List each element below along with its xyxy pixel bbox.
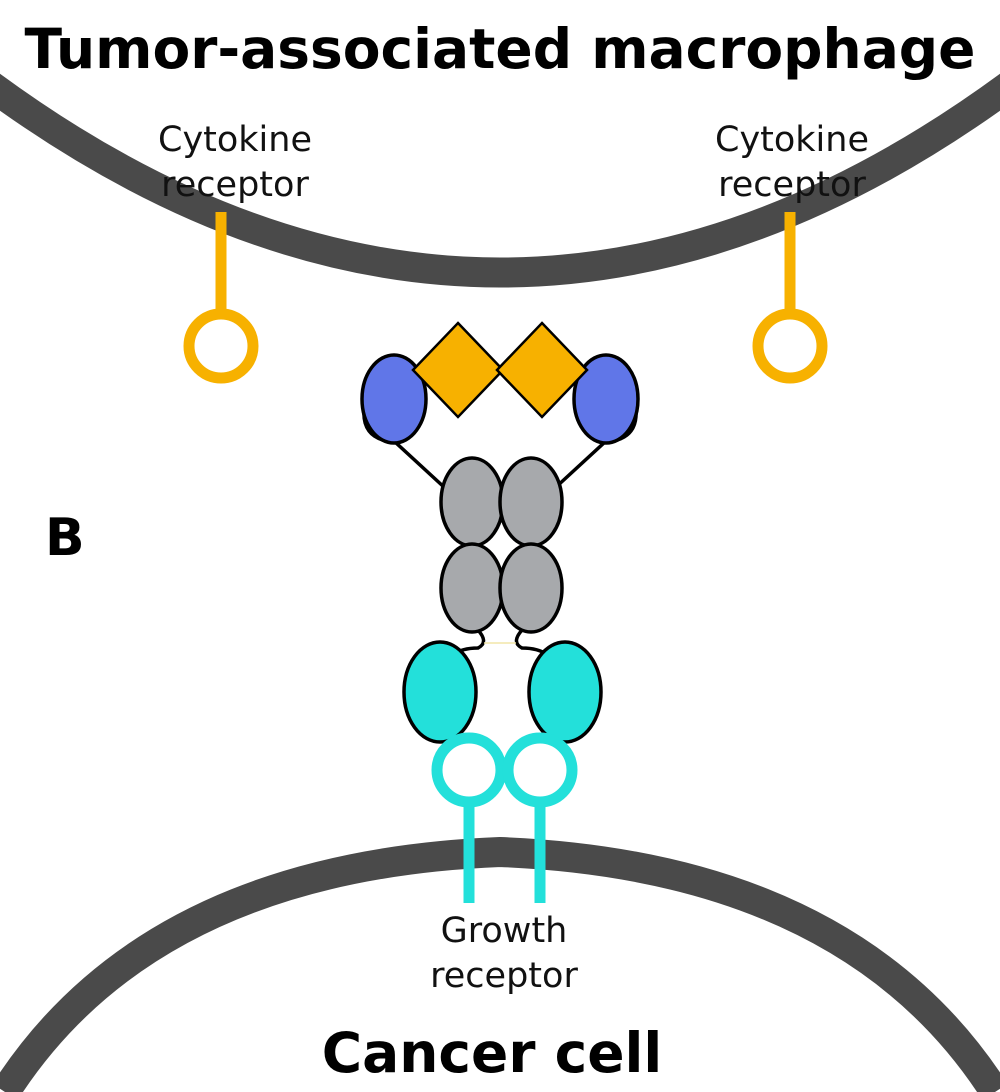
- growth-receptor-left: [431, 732, 507, 903]
- diamond-icon: [495, 321, 589, 419]
- macrophage-title: Tumor-associated macrophage: [25, 17, 976, 81]
- grey-domain-upper-left: [439, 456, 505, 548]
- cytokine-receptor-left-label-line2: receptor: [161, 165, 309, 205]
- grey-domain-lower-left: [439, 542, 505, 634]
- macrophage-membrane: [0, 73, 1000, 288]
- cytokine-receptor-right-label-line1: Cytokine: [715, 120, 869, 160]
- growth-receptor-right: [502, 732, 578, 903]
- grey-domain-lower-right: [498, 542, 564, 634]
- grey-domain-upper-right: [498, 456, 564, 548]
- bispecific-antibody: [360, 321, 640, 744]
- cyan-domain-left: [402, 640, 478, 744]
- blue-domain-right: [572, 353, 640, 445]
- diamond-icon: [411, 321, 505, 419]
- growth-receptor-label-line1: Growth: [441, 911, 568, 951]
- cancer-cell-title: Cancer cell: [322, 1021, 662, 1085]
- cyan-domain-right: [527, 640, 603, 744]
- cytokine-receptor-left: [183, 212, 259, 384]
- cytokine-receptor-right: [752, 212, 828, 384]
- cytokine-receptor-left-label-line1: Cytokine: [158, 120, 312, 160]
- stalk-with-ring-icon: [502, 732, 578, 808]
- stalk-with-ring-icon: [752, 308, 828, 384]
- stalk-with-ring-icon: [431, 732, 507, 808]
- stalk-with-ring-icon: [183, 308, 259, 384]
- cytokine-receptor-right-label-line2: receptor: [718, 165, 866, 205]
- growth-receptor-label-line2: receptor: [430, 956, 578, 996]
- blue-domain-left: [360, 353, 428, 445]
- panel-label: B: [45, 508, 85, 568]
- cancer-cell-membrane: [0, 836, 1000, 1092]
